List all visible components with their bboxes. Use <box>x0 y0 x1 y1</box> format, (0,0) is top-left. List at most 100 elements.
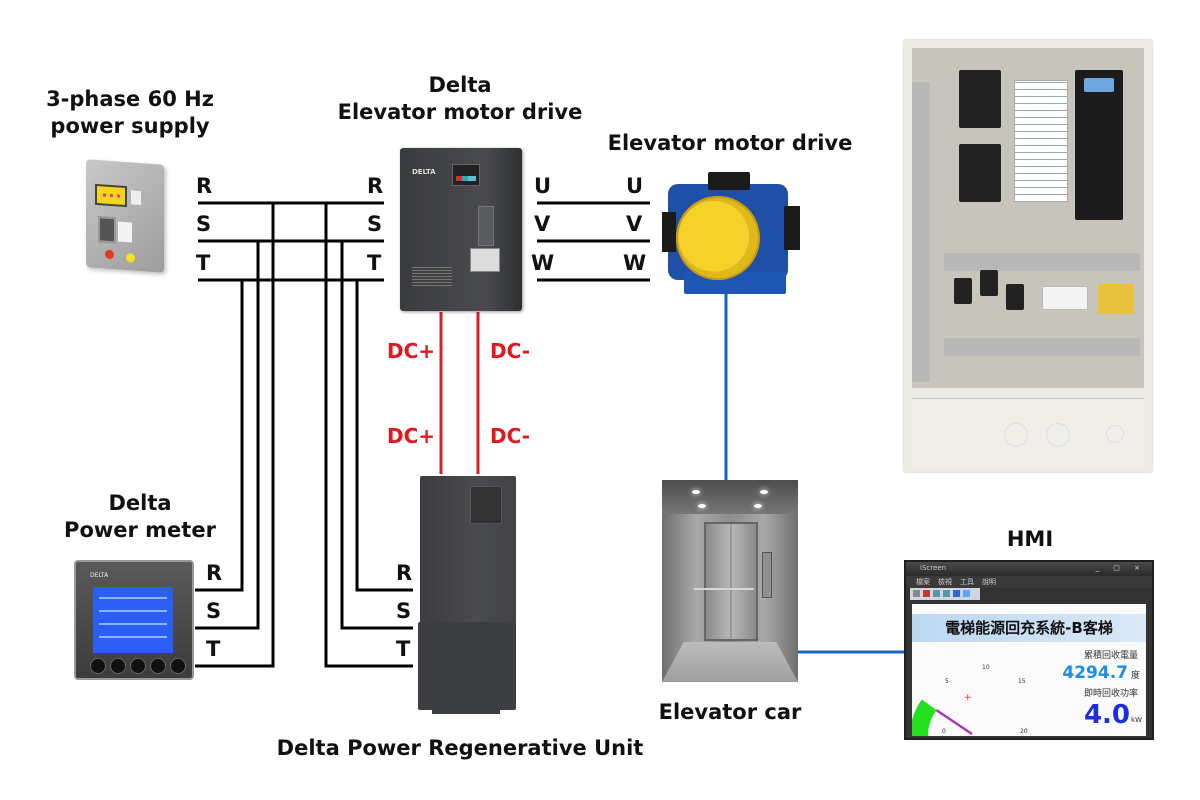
window-controls[interactable]: _ □ × <box>1095 564 1146 572</box>
phase-label-supply-t: T <box>196 251 211 275</box>
wire-meter-r <box>195 203 275 668</box>
knockout <box>1004 423 1028 447</box>
gauge-arc <box>912 699 937 736</box>
toolbar-icon[interactable] <box>923 590 930 597</box>
filter-coil <box>1006 284 1024 310</box>
meter-button <box>170 658 186 674</box>
instant-power-value: 4.0 <box>1083 700 1130 730</box>
car-ceiling <box>662 480 798 514</box>
psu-module <box>118 221 132 243</box>
motor-encoder <box>708 172 750 190</box>
hmi-titlebar: iScreen _ □ × <box>906 562 1152 576</box>
phase-label-drive-s: S <box>367 212 383 236</box>
meter-lcd <box>93 587 173 653</box>
psu-label <box>131 190 141 206</box>
ceiling-light <box>754 504 762 508</box>
total-energy-unit: 度 <box>1130 671 1140 681</box>
meter-button <box>90 658 106 674</box>
cable-duct <box>912 82 930 382</box>
gauge-tick-0: 0 <box>942 728 946 735</box>
warning-label <box>412 266 452 286</box>
phase-label-drive-u: U <box>534 174 552 198</box>
wire-meter-t <box>195 280 244 592</box>
psu-inverter <box>98 216 116 244</box>
phase-label-drive-w: W <box>531 251 555 275</box>
cabinet-gland-plate <box>912 398 1144 469</box>
power-supply-title: 3-phase 60 Hz power supply <box>30 86 230 140</box>
meter-button <box>130 658 146 674</box>
regen-keypad <box>470 486 502 524</box>
phase-label-drive-v: V <box>534 212 551 236</box>
phase-label-regen-s: S <box>396 599 412 623</box>
power-meter-device: DELTA <box>74 560 194 680</box>
wire-regen-r <box>355 280 413 592</box>
car-operating-panel <box>762 552 772 598</box>
dc-minus-label-drive: DC- <box>490 339 531 363</box>
toolbar-icon[interactable] <box>953 590 960 597</box>
gauge-tick-10: 10 <box>982 664 990 671</box>
phase-label-regen-t: T <box>396 637 411 661</box>
title-line: 3-phase 60 Hz <box>46 87 214 111</box>
psu-red-button <box>105 249 114 260</box>
phase-label-motor-v: V <box>626 212 643 236</box>
power-meter-title: Delta Power meter <box>40 490 240 544</box>
menu-tools[interactable]: 工具 <box>960 578 974 586</box>
dc-plus-label-regen: DC+ <box>387 424 436 448</box>
traction-sheave <box>676 196 760 280</box>
reactor <box>959 144 1001 202</box>
menu-file[interactable]: 檔案 <box>916 578 930 586</box>
cable-duct <box>944 253 1140 271</box>
regen-unit-foot <box>432 706 500 714</box>
phase-label-regen-r: R <box>396 561 413 585</box>
gauge-center-mark: + <box>964 693 972 703</box>
main-drive-title: Delta Elevator motor drive <box>320 72 600 126</box>
total-energy-label: 累積回收電量 <box>1083 651 1138 661</box>
wire-regen-t <box>324 203 413 668</box>
drive-nameplate <box>470 248 500 272</box>
zoom-in-icon[interactable] <box>933 590 940 597</box>
toolbar-icon[interactable] <box>963 590 970 597</box>
phase-label-meter-r: R <box>206 561 223 585</box>
motor-brake-right <box>784 206 800 250</box>
handrail <box>694 588 754 590</box>
phase-label-drive-r: R <box>367 174 384 198</box>
gauge-tick-15: 15 <box>1018 678 1026 685</box>
meter-brand: DELTA <box>90 572 109 579</box>
gauge-tick-20: 20 <box>1020 728 1028 735</box>
filter-coil <box>980 270 998 296</box>
drive-slot <box>478 206 494 246</box>
car-door <box>704 522 758 641</box>
drive-display <box>1084 78 1114 92</box>
filter-coil <box>954 278 972 304</box>
gauge-tick-5: 5 <box>945 678 949 685</box>
drive-keypad <box>452 164 480 186</box>
gauge-svg: + <box>912 693 973 736</box>
hmi-banner: 電梯能源回充系統-B客梯 <box>912 614 1146 642</box>
breakers <box>1042 286 1088 310</box>
instant-power-label: 即時回收功率 <box>1083 689 1138 699</box>
menu-view[interactable]: 檢視 <box>938 578 952 586</box>
cable-duct <box>944 338 1140 356</box>
phase-label-supply-s: S <box>196 212 212 236</box>
title-line: power supply <box>50 114 210 138</box>
dc-plus-label-drive: DC+ <box>387 339 436 363</box>
zoom-out-icon[interactable] <box>943 590 950 597</box>
knockout <box>1106 425 1124 443</box>
hmi-toolbar <box>910 588 980 600</box>
hmi-app-name: iScreen <box>920 564 947 572</box>
hmi-window: iScreen _ □ × 檔案 檢視 工具 說明 電梯能源回充系統-B客梯 累… <box>904 560 1154 740</box>
cabinet-interior <box>912 48 1144 388</box>
regen-unit-body <box>420 476 516 624</box>
toolbar-icon[interactable] <box>913 590 920 597</box>
ac-wires <box>195 201 650 668</box>
phase-label-meter-t: T <box>206 637 221 661</box>
psu-yellow-button <box>126 253 135 263</box>
signal-wires <box>724 292 906 654</box>
motor-brake-left <box>662 212 676 252</box>
power-gauge: + 0 5 10 15 20 <box>912 654 1032 736</box>
motor-title: Elevator motor drive <box>607 131 853 155</box>
menu-help[interactable]: 說明 <box>982 578 996 586</box>
delta-logo: DELTA <box>412 168 436 176</box>
gauge-needle <box>935 709 973 736</box>
power-supply-module <box>1014 80 1068 202</box>
